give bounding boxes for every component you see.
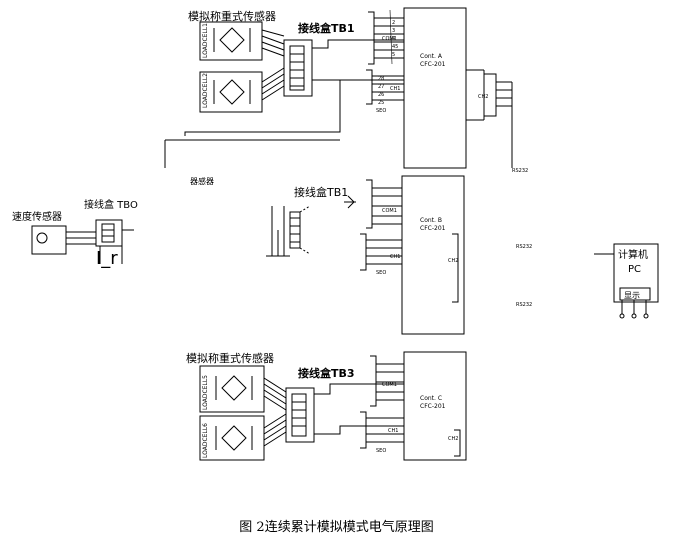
loadcell-label-5: LOADCELL5 [202,375,209,410]
bridge-icon-6 [221,425,247,451]
pin-a-5: 5 [392,52,395,58]
computer-display: 显示 [624,291,640,300]
pin-a-26: 26 [378,92,384,98]
bridge-icon-1 [219,27,245,53]
loadcell-box-5 [199,365,265,413]
ch2-label-c: CH2 [448,436,458,442]
ch1-label-a: CH1 [390,86,400,92]
seo-label-b: SEO [376,270,386,276]
sensor-group-title-top: 模拟称重式传感器 [188,9,276,23]
loadcell-label-2: LOADCELL2 [202,73,209,108]
seo-label-a: SEO [376,108,386,114]
junction-tbo-label: 接线盒 TBO [84,198,138,211]
controller-a-box [403,7,467,169]
junction-box-tb1-top [283,39,313,97]
loadcell-box-2 [199,71,263,113]
junction-group-mid [266,205,311,257]
pin-a-2: 3 [392,28,395,34]
port-icon-1 [619,313,625,319]
loadcell-label-1: LOADCELL1 [202,23,209,58]
port-icon-3 [643,313,649,319]
controller-c-name: Cont. C [420,395,442,402]
loadcell-box-1 [199,21,263,61]
pin-a-27: 27 [378,84,384,90]
bridge-icon-2 [219,79,245,105]
sensor-group-top [164,21,404,168]
controller-a [366,7,513,169]
sensor-mid-label: 器感器 [190,176,214,186]
controller-c [360,351,467,461]
pin-a-3: 4 [392,36,395,42]
controller-a-name: Cont. A [420,53,443,60]
computer-box [613,243,659,303]
controller-b-model: CFC-201 [420,225,446,232]
bridge-icon-5 [221,375,247,401]
port-icon-2 [631,313,637,319]
junction-box-tb3 [285,387,315,443]
speed-sensor-box [31,225,67,255]
speed-sensor-label: 速度传感器 [12,210,62,223]
computer-group [594,243,659,319]
junction-tb3-label: 接线盒TB3 [298,366,355,380]
junction-tb1-mid-label: 接线盒TB1 [294,185,348,199]
controller-c-box [403,351,467,461]
junction-box-tb1-mid [289,211,301,249]
tilde-mark: I_r [96,248,118,269]
pin-a-28: 28 [378,76,384,82]
ch1-label-c: CH1 [388,428,398,434]
loadcell-box-6 [199,415,265,461]
rs232-label-b: RS232 [516,244,532,250]
pin-a-4: 45 [392,44,398,50]
controller-a-model: CFC-201 [420,61,446,68]
com1-label-b: COM1 [382,208,397,214]
figure-caption: 图 2连续累计模拟模式电气原理图 [239,520,434,535]
sensor-group-title-bottom: 模拟称重式传感器 [186,351,274,365]
computer-title: 计算机 [618,248,648,261]
rs232-label-c: RS232 [516,302,532,308]
controller-c-model: CFC-201 [420,403,446,410]
loadcell-label-6: LOADCELL6 [202,423,209,458]
controller-b-name: Cont. B [420,217,442,224]
junction-tb1-top-label: 接线盒TB1 [298,21,355,35]
pin-a-1: 2 [392,20,395,26]
junction-box-tbo [95,219,123,247]
ch2-label-a: CH2 [478,94,488,100]
seo-label-c: SEO [376,448,386,454]
display-box [619,287,651,301]
pin-a-25: 25 [378,100,384,106]
controller-b [344,175,465,335]
sensor-group-bottom [199,365,404,461]
controller-b-box [401,175,465,335]
rs232-label-a: RS232 [512,168,528,174]
speed-sensor-wheel-icon [36,232,48,244]
com1-label-c: COM1 [382,382,397,388]
speed-sensor-group [31,219,134,264]
ch2-label-b: CH2 [448,258,458,264]
computer-pc: PC [628,264,641,275]
ch1-label-b: CH1 [390,254,400,260]
com1-label-a: COM1 [382,36,397,42]
